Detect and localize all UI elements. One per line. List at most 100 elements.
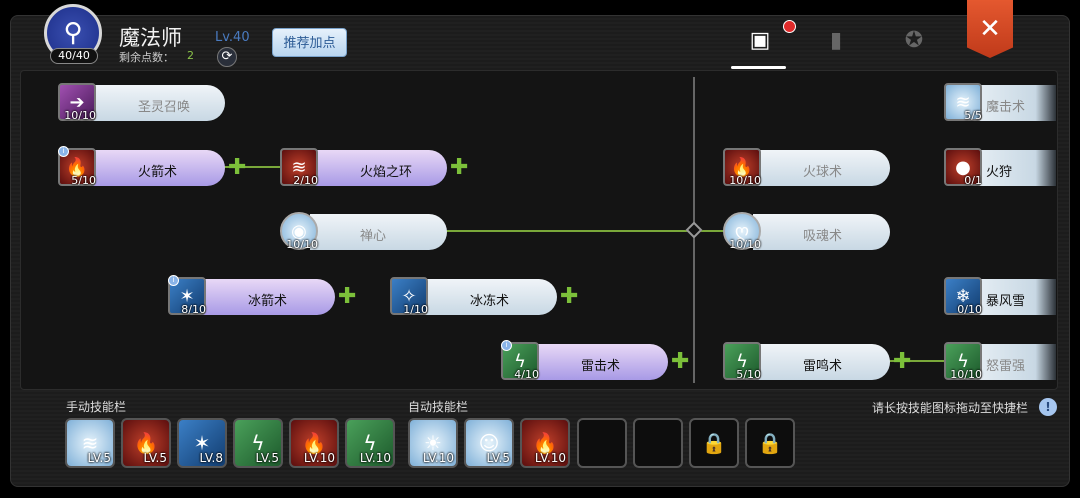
points-badge: 40/40 [50,48,98,64]
skill-icon[interactable]: ◉ 10/10 [280,212,318,251]
skill-icon[interactable]: ✶ 8/10 i [168,275,206,316]
skill-pill[interactable]: 雷鸣术 ✚ [753,344,911,380]
skill-icon[interactable]: ϟ 10/10 [944,342,982,381]
slot-level: LV.5 [143,451,167,465]
empty-slot[interactable] [577,418,627,468]
add-point-button[interactable]: ✚ [560,284,579,309]
active-tab-indicator [731,66,786,69]
skill-slot[interactable]: ≋LV.5 [65,418,115,468]
skill-level: 5/10 [71,174,96,187]
skill-slot-icon: ☀ [424,431,442,455]
recommend-points-button[interactable]: 推荐加点 [272,28,347,57]
skill-name: 冰箭术 [248,294,288,309]
skill-slot[interactable]: 🔥LV.10 [289,418,339,468]
skill-slot[interactable]: ✶LV.8 [177,418,227,468]
skill-slot[interactable]: ☺LV.5 [464,418,514,468]
skill-icon[interactable]: ≋ 2/10 [280,148,318,187]
add-point-button[interactable]: ✚ [338,284,357,309]
skill-name: 圣灵召唤 [138,100,191,115]
skill-level: 0/1 [964,174,982,187]
slot-level: LV.10 [359,451,391,465]
skill-pill[interactable]: 冰箭术 ✚ [198,279,356,315]
drag-hint: 请长按技能图标拖动至快捷栏 [872,401,1029,415]
skill-slot-icon: 🔥 [301,431,327,455]
tab-skills[interactable]: ▣ [746,28,774,58]
close-button[interactable]: ✕ [967,0,1013,58]
skill-level: 1/10 [403,303,428,316]
skill-name: 雷击术 [581,359,621,374]
skill-name: 火狩 [986,165,1013,180]
refresh-icon[interactable]: ⟳ [217,47,237,67]
skill-icon[interactable]: ϟ 4/10 i [501,340,539,381]
skill-name: 怒雷强 [986,359,1026,374]
exclamation-info-icon[interactable]: ! [1039,398,1057,416]
skill-pill[interactable]: 火狩 [974,150,1056,186]
slot-level: LV.10 [534,451,566,465]
skill-level: 8/10 [181,303,206,316]
locked-slot[interactable]: 🔒 [689,418,739,468]
skill-slot[interactable]: 🔥LV.5 [121,418,171,468]
skill-level: 10/10 [729,174,761,187]
slot-level: LV.10 [303,451,335,465]
info-icon[interactable]: i [501,340,512,351]
skill-pill[interactable]: 火焰之环 ✚ [310,150,468,186]
skill-pill[interactable]: 魔击术 [974,85,1056,121]
skill-pill[interactable]: 圣灵召唤 [88,85,225,121]
tab-emblem[interactable]: ✪ [900,28,928,58]
empty-slot[interactable] [633,418,683,468]
skill-name: 火球术 [803,165,843,180]
add-point-button[interactable]: ✚ [671,349,690,374]
skill-name: 火焰之环 [360,165,413,180]
close-icon: ✕ [979,14,1001,44]
skill-slot-icon: 🔥 [532,431,558,455]
remaining-points-label: 剩余点数： [119,51,174,64]
slot-level: LV.5 [255,451,279,465]
lock-icon: 🔒 [701,431,727,455]
add-point-button[interactable]: ✚ [893,349,912,374]
skill-book-profile-icon: ▣ [749,28,771,53]
skill-icon[interactable]: ➔ 10/10 [58,83,96,122]
skill-icon[interactable]: ❄ 0/10 [944,277,982,316]
skill-slot[interactable]: 🔥LV.10 [520,418,570,468]
slot-level: LV.5 [87,451,111,465]
skill-pill[interactable]: 火球术 [753,150,890,186]
skill-level: 10/10 [950,368,982,381]
skill-icon[interactable]: ✧ 1/10 [390,277,428,316]
skill-pill[interactable]: 禅心 [310,214,447,250]
skill-name: 火箭术 [138,165,178,180]
skill-name: 雷鸣术 [803,359,843,374]
skill-icon[interactable]: ≋ 5/5 [944,83,982,122]
skill-level: 5/5 [964,109,982,122]
remaining-points-value: 2 [187,49,194,62]
skill-pill[interactable]: 怒雷强 [974,344,1056,380]
skill-name: 禅心 [360,229,387,244]
skill-pill[interactable]: 吸魂术 [753,214,890,250]
connector-line [445,230,725,232]
skill-icon[interactable]: ღ 10/10 [723,212,761,251]
skill-slot[interactable]: ☀LV.10 [408,418,458,468]
class-name: 魔法师 [119,26,182,50]
skill-tree: 圣灵召唤 ➔ 10/10 火箭术 ✚ 🔥 5/10 i 火焰之环 ✚ ≋ 2/1… [20,70,1058,390]
skill-icon[interactable]: ● 0/1 [944,148,982,187]
skill-slot-icon: ϟ [251,431,265,455]
star-emblem-icon: ✪ [904,28,924,53]
skill-name: 冰冻术 [470,294,510,309]
skill-pill[interactable]: 雷击术 ✚ [531,344,689,380]
info-icon[interactable]: i [58,146,69,157]
skill-level: 10/10 [64,109,96,122]
add-point-button[interactable]: ✚ [228,155,247,180]
add-point-button[interactable]: ✚ [450,155,469,180]
skill-pill[interactable]: 火箭术 ✚ [88,150,246,186]
locked-slot[interactable]: 🔒 [745,418,795,468]
skill-icon[interactable]: ϟ 5/10 [723,342,761,381]
skill-pill[interactable]: 暴风雪 [974,279,1056,315]
info-icon[interactable]: i [168,275,179,286]
skill-level: 2/10 [293,174,318,187]
skill-icon[interactable]: 🔥 10/10 [723,148,761,187]
skill-pill[interactable]: 冰冻术 ✚ [420,279,578,315]
skill-icon[interactable]: 🔥 5/10 i [58,146,96,187]
tab-book[interactable]: ▮ [822,28,850,58]
skill-level: 10/10 [729,238,761,251]
